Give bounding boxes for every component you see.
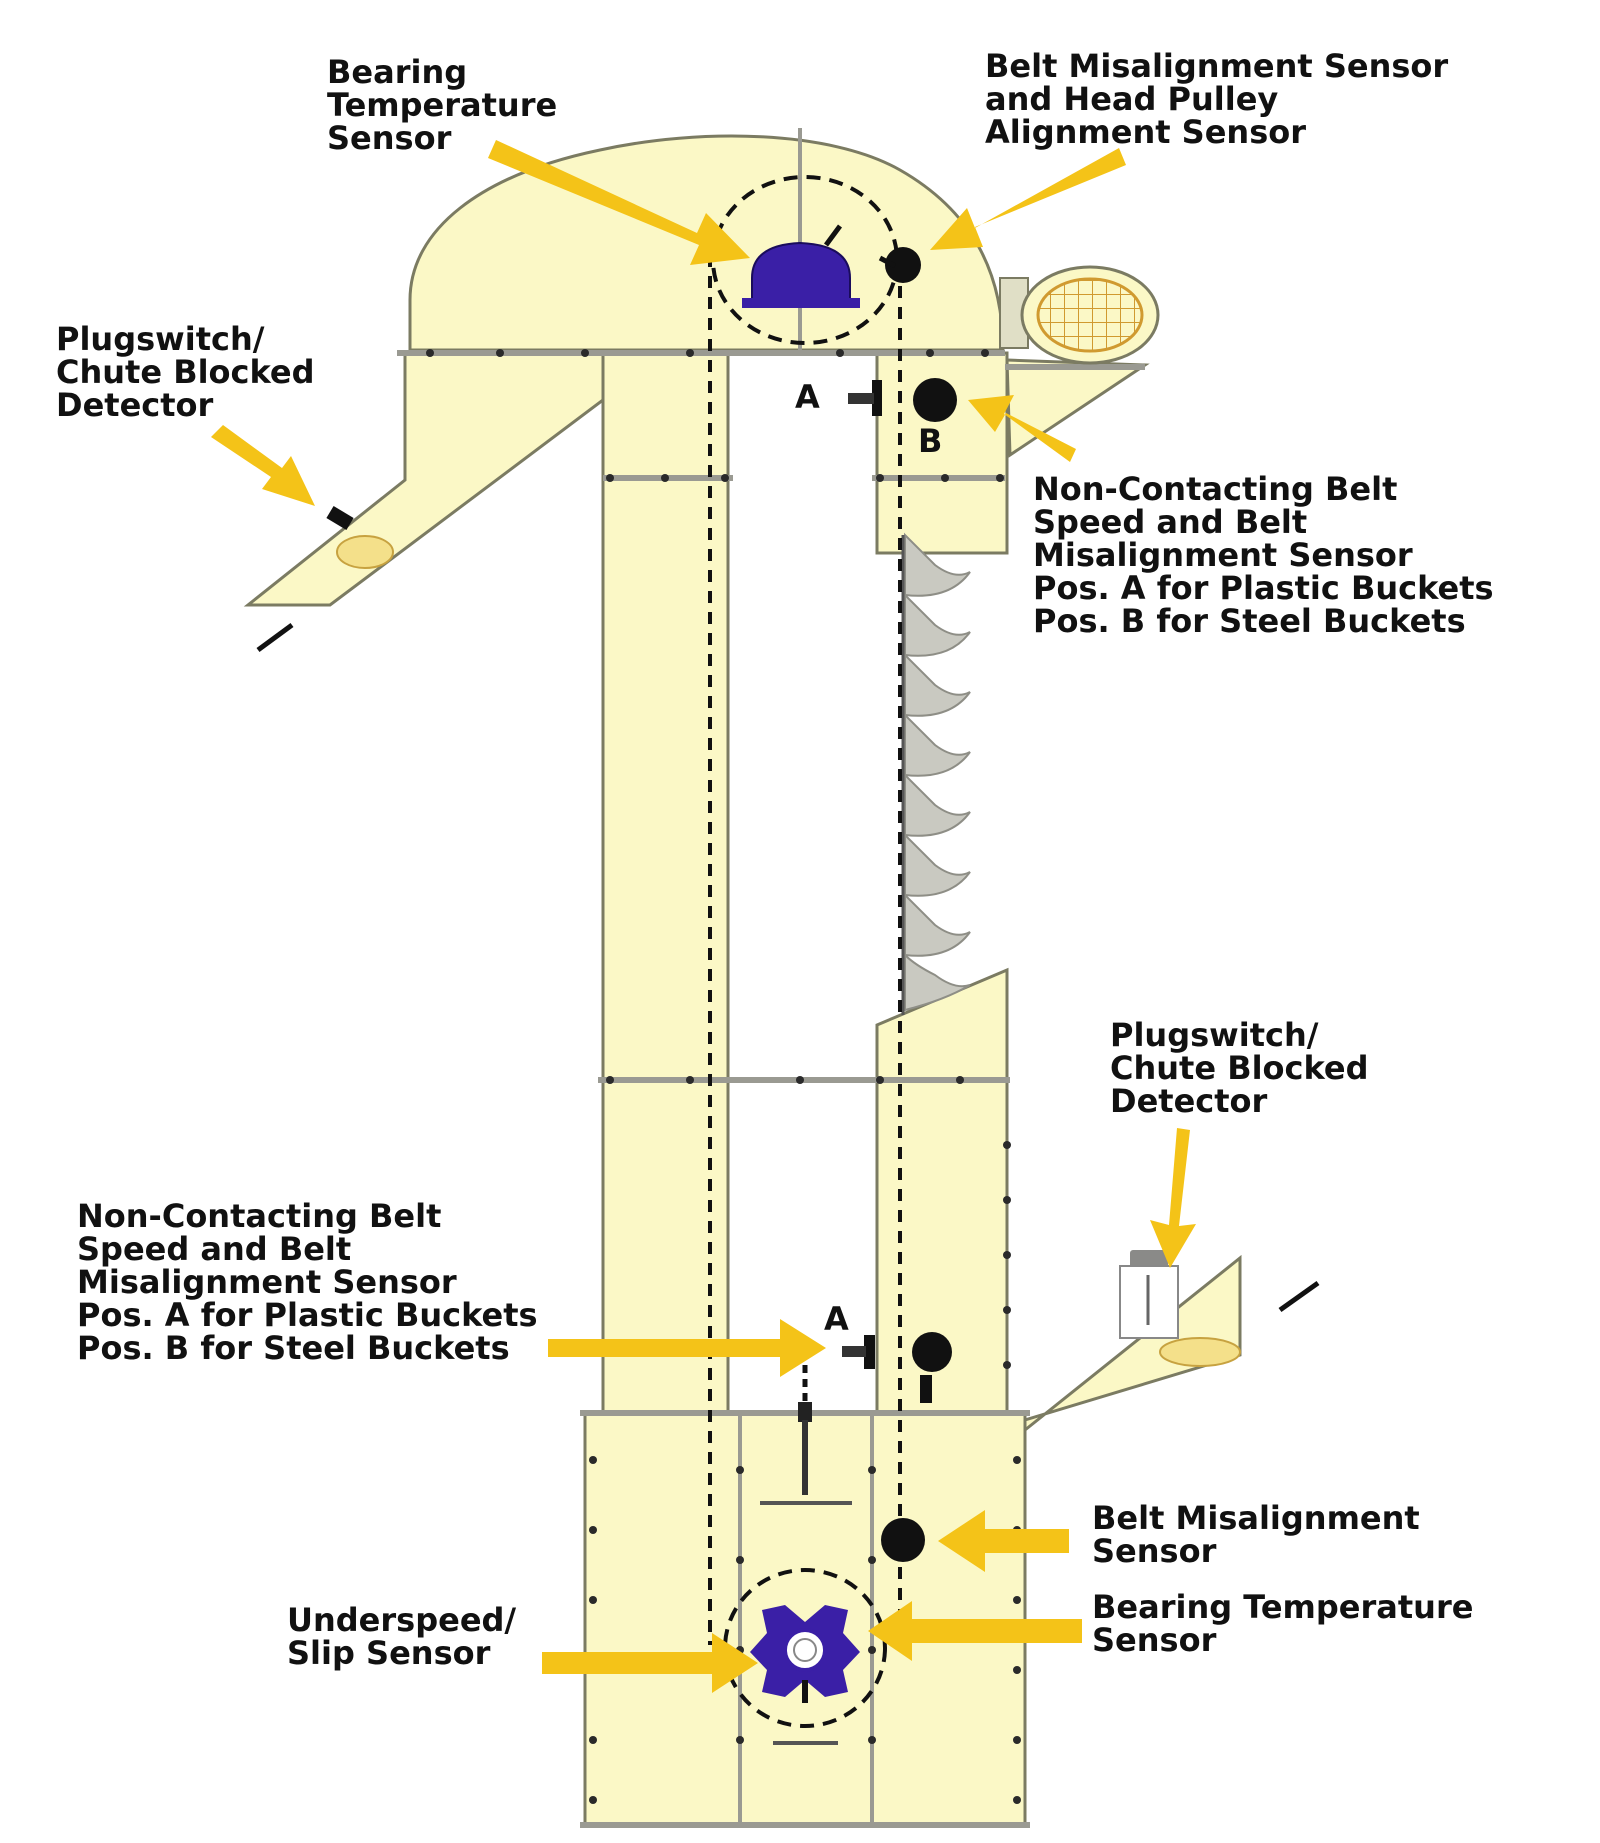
callout-arrows [211, 140, 1196, 1693]
arrow-head-misalign [930, 148, 1126, 250]
label-underspeed: Underspeed/ Slip Sensor [287, 1601, 516, 1672]
left-leg [601, 351, 730, 1415]
bucket [904, 952, 971, 1012]
marker-lower-a: A [824, 1300, 849, 1338]
upper-speed-sensor-b [913, 378, 957, 422]
marker-upper-b: B [918, 422, 942, 460]
boot-misalignment-sensor-icon [881, 1518, 925, 1562]
arrow-top-bearing [488, 140, 750, 265]
svg-text:Sensor: Sensor [1092, 1532, 1217, 1570]
buckets [904, 532, 971, 1012]
svg-text:Bearing Temperature: Bearing Temperature [1092, 1588, 1473, 1626]
svg-text:Speed and Belt: Speed and Belt [77, 1230, 351, 1268]
svg-text:Misalignment Sensor: Misalignment Sensor [1033, 536, 1413, 574]
arrow-plug-bottom [1150, 1128, 1196, 1268]
arrow-boot-bearing [868, 1601, 1082, 1661]
svg-text:Detector: Detector [56, 386, 214, 424]
svg-text:and Head Pulley: and Head Pulley [985, 80, 1278, 118]
svg-text:Sensor: Sensor [1092, 1621, 1217, 1659]
svg-text:Pos. A for Plastic Buckets: Pos. A for Plastic Buckets [1033, 569, 1494, 607]
marker-upper-a: A [795, 378, 820, 416]
svg-text:Underspeed/: Underspeed/ [287, 1601, 516, 1639]
bucket [904, 892, 971, 957]
svg-text:Sensor: Sensor [327, 119, 452, 157]
lower-speed-sensor-b [912, 1332, 952, 1403]
svg-text:Pos. B for Steel Buckets: Pos. B for Steel Buckets [1033, 602, 1466, 640]
underspeed-sensor-icon [750, 1605, 860, 1703]
arrow-lower-speed [548, 1319, 826, 1377]
arrow-underspeed [542, 1633, 758, 1693]
svg-text:Belt Misalignment: Belt Misalignment [1092, 1499, 1420, 1537]
label-head-misalign: Belt Misalignment Sensor and Head Pulley… [985, 47, 1448, 151]
svg-text:Speed and Belt: Speed and Belt [1033, 503, 1307, 541]
label-upper-speed: Non-Contacting Belt Speed and Belt Misal… [1033, 470, 1494, 640]
bucket [904, 592, 971, 657]
motor-guard-icon [999, 265, 1160, 365]
boot-dividers [738, 128, 874, 1825]
plugswitch-icon [1119, 1250, 1320, 1367]
take-up-rod [760, 1365, 852, 1745]
svg-text:Chute Blocked: Chute Blocked [1110, 1049, 1369, 1087]
arrow-boot-misalign [938, 1510, 1069, 1572]
svg-text:Detector: Detector [1110, 1082, 1268, 1120]
svg-text:Plugswitch/: Plugswitch/ [1110, 1016, 1319, 1054]
bucket [904, 532, 971, 597]
svg-text:Alignment Sensor: Alignment Sensor [985, 113, 1306, 151]
svg-text:Non-Contacting Belt: Non-Contacting Belt [77, 1197, 441, 1235]
label-boot-bearing: Bearing Temperature Sensor [1092, 1588, 1473, 1659]
lower-speed-sensor-a [842, 1335, 875, 1369]
belt-path [708, 255, 902, 1645]
svg-text:Pos. B for Steel Buckets: Pos. B for Steel Buckets [77, 1329, 510, 1367]
svg-text:Pos. A for Plastic Buckets: Pos. A for Plastic Buckets [77, 1296, 538, 1334]
misalignment-sensor-icon [878, 247, 921, 283]
plugswitch-icon [256, 505, 394, 653]
motor-bracket [1005, 358, 1150, 458]
bucket [904, 832, 971, 897]
label-boot-misalign: Belt Misalignment Sensor [1092, 1499, 1420, 1570]
label-plug-bottom: Plugswitch/ Chute Blocked Detector [1110, 1016, 1369, 1120]
label-top-bearing: Bearing Temperature Sensor [327, 53, 557, 157]
arrow-upper-speed [968, 395, 1076, 462]
bucket [904, 712, 971, 777]
svg-text:Misalignment Sensor: Misalignment Sensor [77, 1263, 457, 1301]
svg-text:Slip Sensor: Slip Sensor [287, 1634, 491, 1672]
svg-text:Bearing: Bearing [327, 53, 467, 91]
label-lower-speed: Non-Contacting Belt Speed and Belt Misal… [77, 1197, 538, 1367]
bucket [904, 652, 971, 717]
svg-text:Non-Contacting Belt: Non-Contacting Belt [1033, 470, 1397, 508]
svg-text:Belt Misalignment Sensor: Belt Misalignment Sensor [985, 47, 1448, 85]
elevator-structure [243, 134, 1242, 1827]
upper-speed-sensor-a [848, 380, 882, 416]
boot-pulley-outline [723, 1568, 887, 1728]
svg-text:Temperature: Temperature [327, 86, 557, 124]
arrow-plug-top [211, 425, 315, 506]
svg-text:Plugswitch/: Plugswitch/ [56, 320, 265, 358]
bucket [904, 772, 971, 837]
svg-text:Chute Blocked: Chute Blocked [56, 353, 315, 391]
bearing-temperature-sensor-icon [742, 224, 860, 308]
label-plug-top: Plugswitch/ Chute Blocked Detector [56, 320, 315, 424]
